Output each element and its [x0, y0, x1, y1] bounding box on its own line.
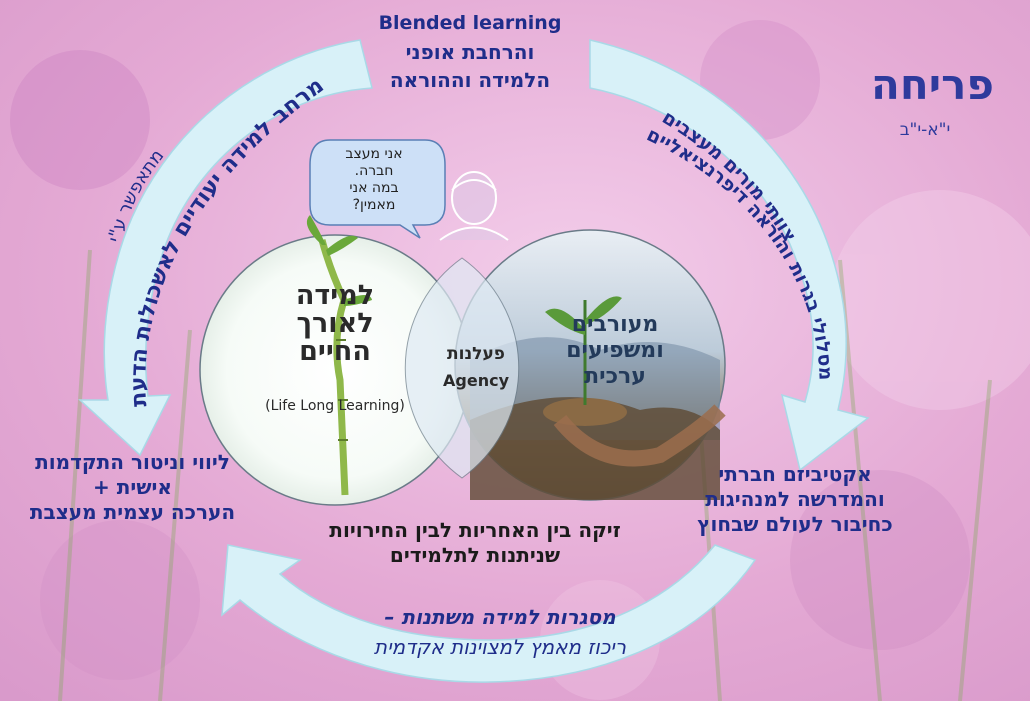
arc-bottom — [221, 544, 757, 683]
center-block-line-1: זיקה בין האחריות לבין החירויות — [329, 518, 621, 542]
top-line-he-1: והרחבת אופני — [405, 40, 535, 64]
circle-left-line-2: לאורך — [296, 308, 374, 339]
circle-left-line-1: למידה — [295, 280, 375, 311]
circle-left-line-3: החיים — [299, 336, 371, 367]
bubble-line-1: אני מעצב — [345, 146, 403, 162]
circle-left-label-en: (Life Long Learning) — [265, 398, 405, 414]
circle-right-label: מעורבים ומשפיעים ערכית — [530, 312, 700, 390]
circle-right-line-2: ומשפיעים — [566, 338, 664, 363]
overlap-label-he: פעלנות — [447, 344, 505, 364]
person-icon — [439, 171, 509, 241]
arc-bottom-text-1: מסגרות למידה משתנות – — [384, 605, 616, 629]
left-block: ליווי וניטור התקדמות אישית + הערכה עצמית… — [5, 450, 260, 525]
top-line-he-2: הלמידה וההוראה — [389, 68, 551, 92]
bamboo-image — [306, 215, 372, 496]
cycle-arrows — [78, 39, 870, 683]
circle-left-label: למידה לאורך החיים — [250, 282, 420, 366]
right-block: אקטיביזם חברתי והמדרשה למנהיגות כחיבור ל… — [660, 462, 930, 537]
right-block-line-2: והמדרשה למנהיגות — [705, 487, 885, 511]
right-block-line-3: כחיבור לעולם שבחוץ — [697, 512, 893, 536]
bubble-line-3: במה אני — [349, 180, 399, 196]
speech-bubble — [309, 139, 446, 239]
center-block: זיקה בין האחריות לבין החירויות שניתנות ל… — [300, 518, 650, 568]
circle-right-line-1: מעורבים — [571, 312, 659, 337]
arc-left — [78, 39, 373, 457]
left-block-line-1: ליווי וניטור התקדמות — [35, 450, 230, 474]
page-title: פריחה — [871, 60, 994, 109]
circle-right-line-3: ערכית — [584, 364, 646, 389]
overlap-label-en: Agency — [443, 371, 509, 390]
bubble-line-2: חברה. — [354, 163, 394, 179]
arc-bottom-text-2: ריכוז מאמץ למצוינות אקדמית — [373, 635, 627, 659]
top-line-en: Blended learning — [378, 12, 562, 34]
speech-bubble-text: אני מעצב חברה. במה אני מאמין? — [318, 146, 430, 214]
right-block-line-1: אקטיביזם חברתי — [718, 462, 872, 486]
hands-plant-image — [470, 296, 726, 500]
bubble-line-4: מאמין? — [352, 197, 396, 213]
circle-overlap — [404, 257, 520, 479]
left-block-line-3: הערכה עצמית מעצבת — [29, 500, 236, 524]
center-block-line-2: שניתנות לתלמידים — [389, 543, 561, 567]
arc-right — [589, 39, 870, 472]
left-block-line-2: אישית + — [93, 475, 172, 499]
page-subtitle: י"א-י"ב — [899, 120, 951, 140]
